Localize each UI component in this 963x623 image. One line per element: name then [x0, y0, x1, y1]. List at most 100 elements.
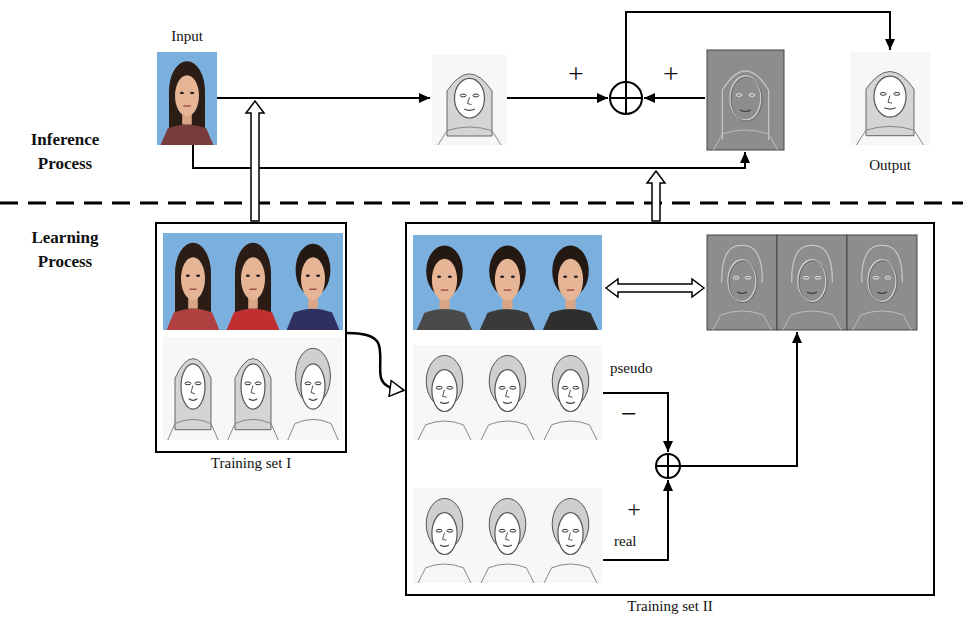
sum-circle — [656, 454, 680, 478]
eye — [499, 386, 505, 389]
shoulders — [168, 419, 218, 440]
shirt — [167, 309, 220, 330]
face — [432, 259, 457, 301]
nose — [443, 390, 447, 398]
sketch-background — [539, 488, 602, 583]
face-sketch — [432, 55, 507, 145]
eye-edge — [885, 276, 891, 279]
face-edge — [728, 260, 756, 302]
eye — [500, 276, 504, 278]
flow-line — [644, 97, 705, 99]
eye — [436, 529, 442, 532]
eye — [511, 276, 515, 278]
hollow-arrow — [647, 171, 665, 221]
mouth — [440, 545, 449, 546]
shoulders — [856, 126, 923, 145]
shirt — [417, 309, 472, 330]
nose — [468, 97, 472, 104]
mouth — [189, 399, 197, 401]
shirt — [543, 309, 598, 330]
eye — [562, 386, 568, 389]
face-sketch — [413, 488, 476, 583]
eye-edge — [733, 276, 739, 279]
eye — [185, 382, 191, 385]
nose — [506, 533, 510, 541]
eye-edge — [736, 94, 742, 97]
mouth — [503, 402, 512, 403]
nose — [888, 96, 892, 103]
mouth-edge — [807, 292, 817, 293]
separator-line — [0, 202, 963, 205]
face-photo — [413, 235, 476, 330]
eye — [190, 92, 194, 94]
section-label: Learning Process — [10, 226, 120, 274]
shirt — [480, 309, 535, 330]
mouth — [566, 402, 575, 403]
eye — [255, 382, 261, 385]
photo-background — [539, 235, 602, 330]
training-set-box: Training set II — [405, 222, 935, 596]
image-panel: Output — [850, 52, 930, 174]
face-photo — [223, 233, 283, 330]
face-sketch — [476, 488, 539, 583]
sketch-background — [283, 337, 343, 440]
face — [495, 513, 520, 555]
shoulders — [544, 564, 597, 583]
face — [874, 76, 906, 117]
photo-background — [283, 233, 343, 330]
shoulder-edge — [713, 311, 772, 330]
eye — [562, 529, 568, 532]
shoulders — [544, 421, 597, 440]
face-photo — [157, 52, 217, 145]
sketch-background — [539, 345, 602, 440]
sketch-background — [413, 488, 476, 583]
face — [558, 259, 583, 301]
eye — [510, 529, 516, 532]
face-sketch — [539, 488, 602, 583]
eye — [894, 92, 900, 95]
sketch-background — [476, 488, 539, 583]
eye — [447, 529, 453, 532]
eye — [245, 382, 251, 385]
hollow-arrow — [606, 279, 704, 297]
residual-background — [847, 235, 917, 330]
shirt — [227, 309, 280, 330]
eye — [473, 94, 479, 97]
face — [181, 364, 205, 409]
eye — [460, 94, 466, 97]
flow-line — [603, 480, 668, 560]
shoulders — [481, 421, 534, 440]
eye-edge — [749, 94, 755, 97]
nose — [191, 385, 195, 393]
sketch-background — [223, 337, 283, 440]
image-label: Input — [171, 28, 203, 45]
eye — [305, 382, 311, 385]
residual-image — [707, 50, 784, 150]
flow-line — [680, 332, 797, 466]
mouth — [309, 399, 317, 401]
shoulders — [481, 564, 534, 583]
image-panel: Input — [157, 28, 217, 145]
photo-background — [476, 235, 539, 330]
face — [301, 257, 325, 300]
face — [495, 259, 520, 301]
residual-image — [777, 235, 847, 330]
face-edge — [729, 261, 757, 303]
face-edge — [730, 76, 761, 120]
flow-line — [217, 97, 430, 99]
input-label: pseudo — [610, 360, 653, 377]
eye — [186, 274, 190, 276]
face — [181, 257, 205, 300]
hair — [175, 243, 211, 305]
input-label: real — [614, 533, 636, 550]
face-edge — [869, 261, 897, 303]
shoulders — [418, 564, 471, 583]
shoulder-edge — [783, 311, 842, 330]
face-photo — [163, 233, 223, 330]
eye — [306, 274, 310, 276]
sum-circle — [610, 82, 642, 114]
shoulder-edge — [853, 311, 912, 330]
